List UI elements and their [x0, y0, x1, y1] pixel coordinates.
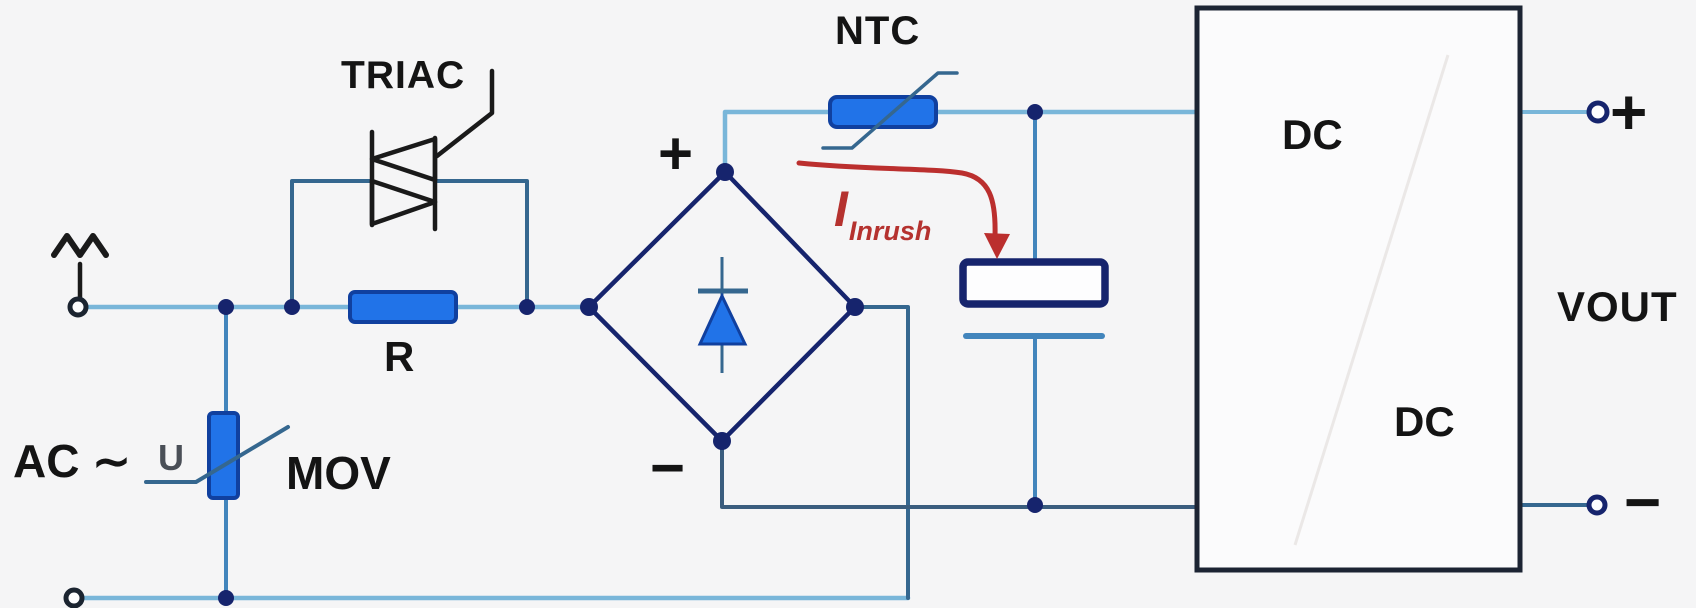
inrush-current-label: IInrush	[834, 181, 931, 245]
junction-dot	[218, 590, 234, 606]
converter-secondary-label: DC	[1394, 398, 1455, 445]
ac-source-label: AC ∼	[13, 435, 131, 487]
junction-dot	[1027, 104, 1043, 120]
inrush-symbol: I	[834, 181, 848, 237]
output-terminal-plus	[1586, 100, 1610, 124]
bridge-rectifier	[580, 163, 864, 450]
triac-label: TRIAC	[341, 54, 466, 97]
output-negative-label: −	[1624, 466, 1662, 538]
mov-varistor	[144, 411, 290, 500]
triac-gate-wire	[434, 68, 495, 159]
junction-dot	[218, 299, 234, 315]
inrush-subscript: Inrush	[848, 216, 932, 246]
varistor-voltage-label: U	[158, 437, 184, 478]
triac-symbol-icon	[369, 68, 495, 232]
bridge-left-vertex-dot	[580, 298, 598, 316]
terminals	[63, 100, 1610, 608]
converter-primary-label: DC	[1282, 111, 1343, 158]
junction-dot	[284, 299, 300, 315]
ac-source-icon	[51, 233, 109, 302]
bridge-bottom-vertex-dot	[713, 432, 731, 450]
inrush-arrow-icon	[796, 160, 1010, 259]
bridge-negative-label: −	[650, 434, 686, 501]
ntc-thermistor	[821, 71, 959, 150]
ac-input-terminal-top	[67, 296, 89, 318]
junction-dot	[519, 299, 535, 315]
output-positive-label: +	[1610, 76, 1648, 148]
bridge-top-vertex-dot	[716, 163, 734, 181]
smoothing-capacitor	[959, 258, 1109, 339]
output-voltage-label: VOUT	[1557, 283, 1678, 330]
junction-dots	[218, 104, 1043, 606]
ntc-label: NTC	[835, 9, 921, 53]
bridge-negative-rail-wire	[720, 439, 1199, 509]
junction-dot	[1027, 497, 1043, 513]
bridge-diode-icon	[697, 257, 748, 373]
bridge-positive-rail-wire	[722, 109, 1200, 175]
box-scratch-artifact	[1293, 54, 1450, 546]
mov-label: MOV	[286, 447, 391, 499]
varistor-strike-line	[144, 425, 290, 484]
capacitor-top-plate	[959, 258, 1109, 308]
triac-bypass-left-wire	[290, 179, 374, 309]
bridge-positive-label: +	[658, 120, 694, 187]
ac-input-terminal-bottom	[63, 587, 85, 608]
dcdc-converter-box	[1194, 5, 1523, 573]
resistor-label: R	[384, 333, 415, 380]
resistor-r	[348, 290, 458, 324]
bridge-right-vertex-dot	[846, 298, 864, 316]
thermistor-strike-line	[821, 71, 959, 150]
return-riser-wire	[855, 305, 910, 600]
triac-bypass-right-wire	[433, 179, 529, 309]
output-terminal-minus	[1586, 494, 1608, 516]
sine-squiggle-icon	[51, 233, 109, 258]
